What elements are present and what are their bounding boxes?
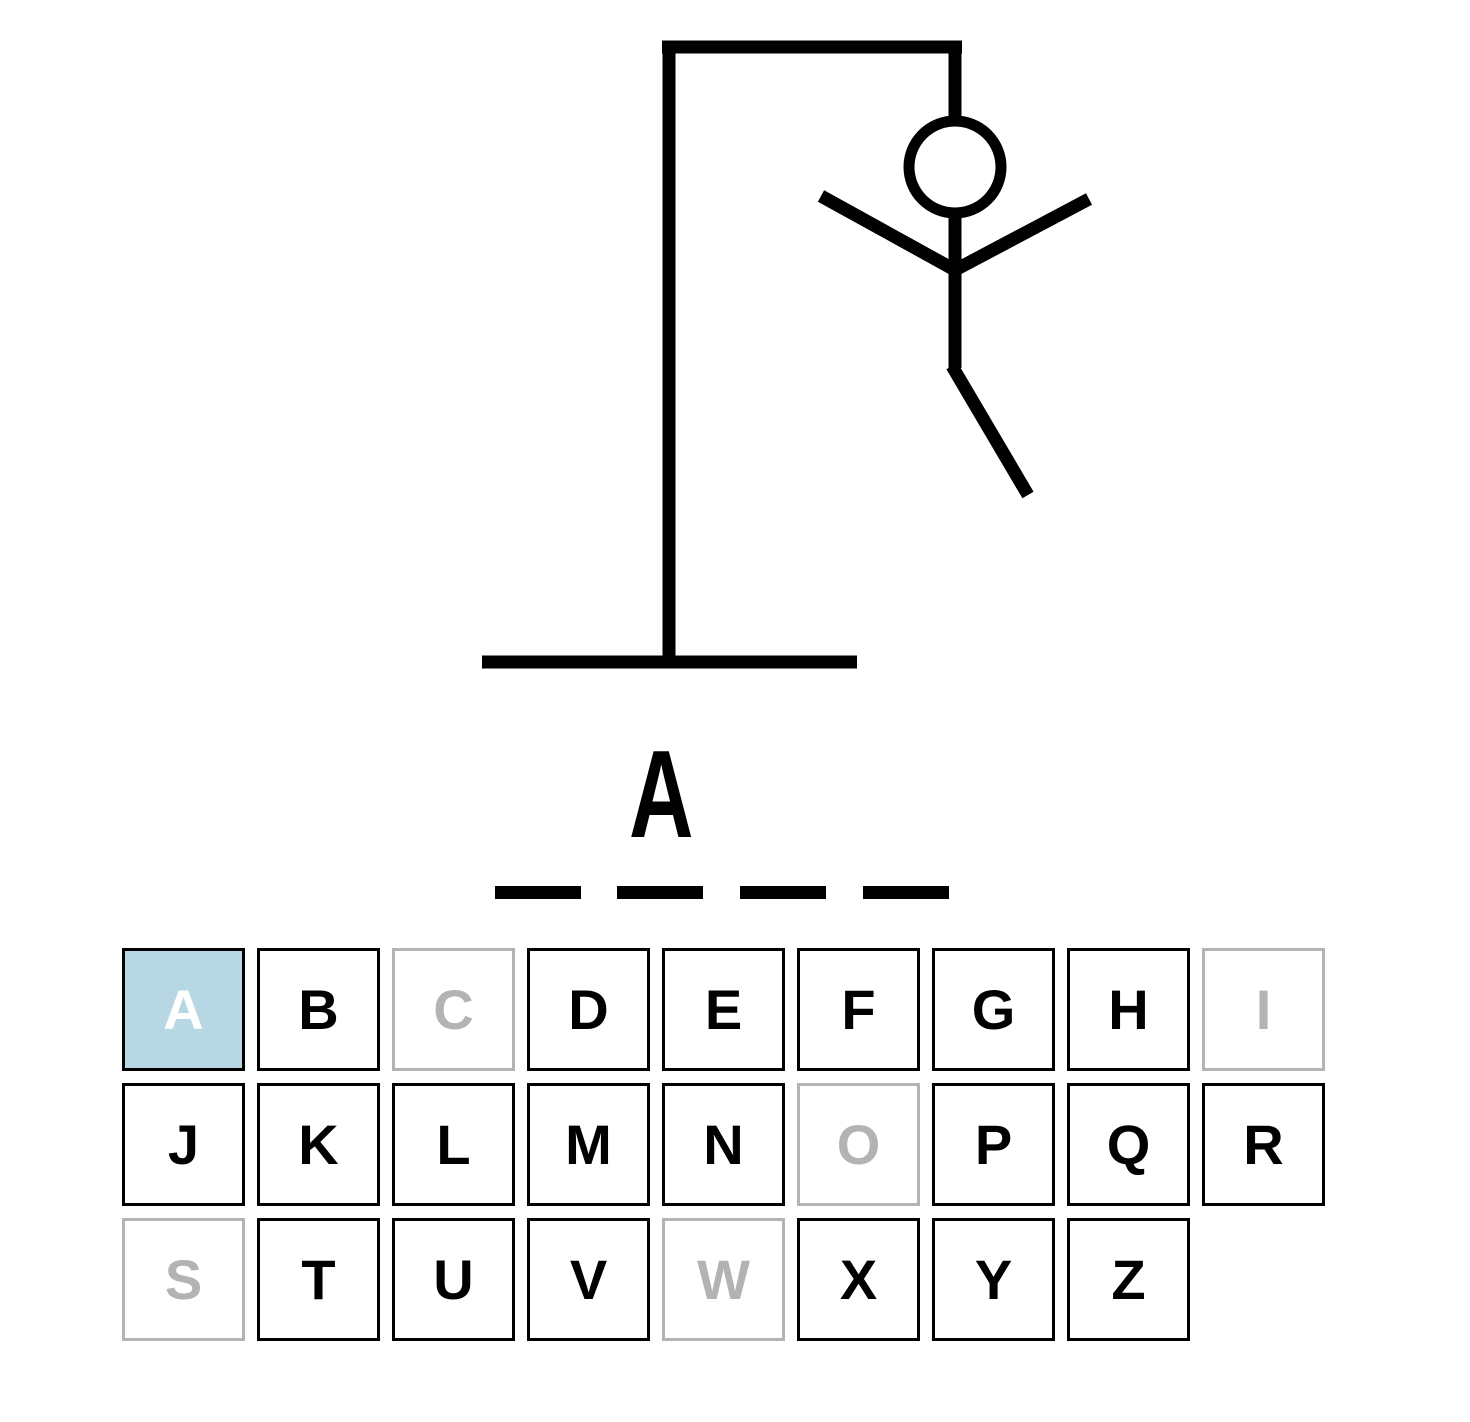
word-letter: A	[629, 726, 694, 864]
figure-right-leg	[946, 362, 1034, 499]
figure-left-arm	[817, 190, 959, 276]
key-z[interactable]: Z	[1067, 1218, 1190, 1341]
key-h[interactable]: H	[1067, 948, 1190, 1071]
key-k[interactable]: K	[257, 1083, 380, 1206]
key-b[interactable]: B	[257, 948, 380, 1071]
key-u[interactable]: U	[392, 1218, 515, 1341]
letter-keyboard: A B C D E F G H I J K L M N O P Q R S T …	[122, 948, 1325, 1341]
word-letter	[507, 730, 569, 860]
key-n[interactable]: N	[662, 1083, 785, 1206]
key-p[interactable]: P	[932, 1083, 1055, 1206]
key-i[interactable]: I	[1202, 948, 1325, 1071]
key-l[interactable]: L	[392, 1083, 515, 1206]
key-x[interactable]: X	[797, 1218, 920, 1341]
word-letter	[752, 730, 814, 860]
key-s[interactable]: S	[122, 1218, 245, 1341]
key-a[interactable]: A	[122, 948, 245, 1071]
key-d[interactable]: D	[527, 948, 650, 1071]
letter-blank-line	[495, 886, 581, 899]
key-r[interactable]: R	[1202, 1083, 1325, 1206]
key-q[interactable]: Q	[1067, 1083, 1190, 1206]
key-c[interactable]: C	[392, 948, 515, 1071]
letter-blank-line	[617, 886, 703, 899]
key-j[interactable]: J	[122, 1083, 245, 1206]
key-g[interactable]: G	[932, 948, 1055, 1071]
key-f[interactable]: F	[797, 948, 920, 1071]
figure-head	[903, 115, 1007, 219]
key-w[interactable]: W	[662, 1218, 785, 1341]
key-t[interactable]: T	[257, 1218, 380, 1341]
word-letter	[875, 730, 937, 860]
figure-right-arm	[951, 193, 1093, 276]
key-m[interactable]: M	[527, 1083, 650, 1206]
key-e[interactable]: E	[662, 948, 785, 1071]
word-display: A	[495, 726, 949, 899]
key-o[interactable]: O	[797, 1083, 920, 1206]
key-y[interactable]: Y	[932, 1218, 1055, 1341]
key-v[interactable]: V	[527, 1218, 650, 1341]
letter-blank-line	[740, 886, 826, 899]
letter-blank-line	[863, 886, 949, 899]
hangman-drawing	[482, 40, 1093, 669]
